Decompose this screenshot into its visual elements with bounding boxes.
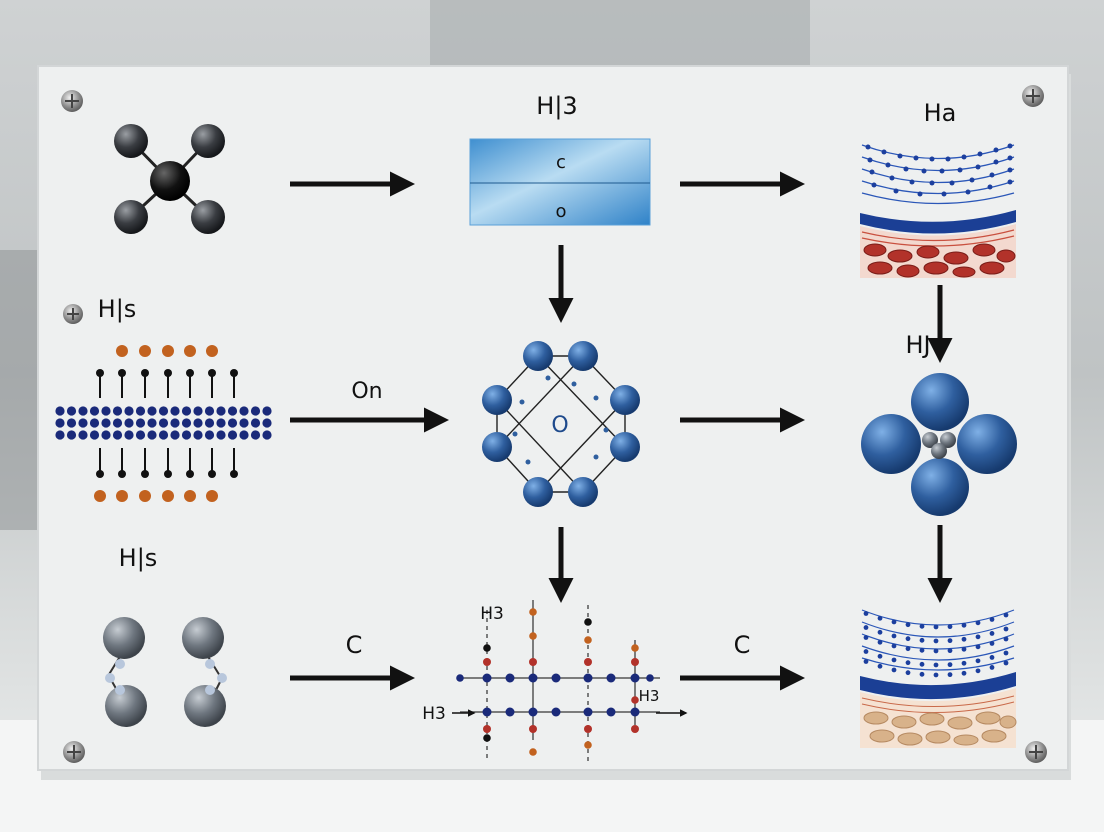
screw-icon — [63, 741, 85, 763]
label-bottom-middle-left: H3 — [422, 704, 446, 724]
screw-icon — [1022, 85, 1044, 107]
molecular-lattice: H3 H3 H3 — [422, 600, 688, 765]
label-arrow-bottom-left: C — [346, 631, 363, 659]
label-bottom-middle-right: H3 — [639, 687, 660, 705]
label-mid-right: HJ — [905, 331, 930, 359]
tissue-cross-section-red — [860, 143, 1016, 278]
label-top-middle: H|3 — [536, 92, 577, 120]
textured-layer-rect: c o — [469, 138, 651, 226]
tissue-cross-section-tan — [860, 609, 1017, 748]
screw-icon — [63, 304, 83, 324]
ring-center-letter: O — [551, 413, 568, 438]
screw-icon — [61, 90, 83, 112]
grey-molecule-pairs — [103, 617, 227, 727]
rect-letter-lower: o — [555, 201, 566, 222]
label-top-right: Ha — [924, 99, 957, 127]
label-bottom-left: H|s — [119, 544, 158, 572]
ring-molecule: O — [482, 341, 640, 507]
screw-icon — [1025, 741, 1047, 763]
four-sphere-cluster — [861, 373, 1017, 516]
background-blur-left — [0, 250, 38, 530]
label-bottom-middle-top: H3 — [480, 604, 504, 624]
tetrahedral-molecule — [114, 124, 225, 234]
label-mid-left: H|s — [98, 295, 137, 323]
rect-letter-upper: c — [556, 152, 566, 173]
label-arrow-bottom-right: C — [734, 631, 751, 659]
background-blur — [430, 0, 810, 70]
label-arrow-mid-left: On — [351, 379, 382, 404]
lipid-bilayer — [55, 345, 272, 502]
